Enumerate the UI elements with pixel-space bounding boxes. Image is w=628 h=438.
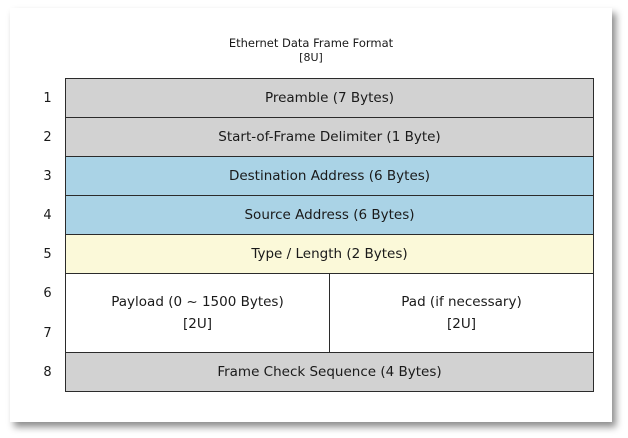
frame-cell-pad: Pad (if necessary) [2U] [329, 274, 593, 352]
frame-row-sfd: 2 Start-of-Frame Delimiter (1 Byte) [30, 117, 594, 157]
pad-label: Pad (if necessary) [401, 294, 522, 310]
payload-label: Payload (0 ~ 1500 Bytes) [111, 294, 284, 310]
row-number: 8 [43, 364, 52, 380]
diagram-header: Ethernet Data Frame Format [8U] [10, 36, 612, 65]
frame-row-type-length: 5 Type / Length (2 Bytes) [30, 234, 594, 274]
pad-tag: [2U] [446, 316, 476, 332]
row-number: 3 [43, 168, 52, 184]
frame-row-source: 4 Source Address (6 Bytes) [30, 195, 594, 235]
row-number: 5 [43, 246, 52, 262]
ethernet-frame-table: 1 Preamble (7 Bytes) 2 Start-of-Frame De… [30, 78, 594, 392]
frame-row-fcs: 8 Frame Check Sequence (4 Bytes) [30, 352, 594, 392]
frame-cell-destination: Destination Address (6 Bytes) [65, 156, 594, 196]
frame-cell-preamble: Preamble (7 Bytes) [65, 78, 594, 118]
frame-row-preamble: 1 Preamble (7 Bytes) [30, 78, 594, 118]
diagram-subtitle: [8U] [299, 51, 323, 64]
row-number: 6 [43, 285, 52, 301]
row-number: 2 [43, 129, 52, 145]
frame-row-payload-pad: 6 7 Payload (0 ~ 1500 Bytes) [2U] Pad (i… [30, 273, 594, 353]
frame-cell-source: Source Address (6 Bytes) [65, 195, 594, 235]
payload-tag: [2U] [182, 316, 212, 332]
row-number: 7 [43, 325, 52, 341]
frame-cell-sfd: Start-of-Frame Delimiter (1 Byte) [65, 117, 594, 157]
frame-cell-payload: Payload (0 ~ 1500 Bytes) [2U] [66, 274, 329, 352]
frame-row-destination: 3 Destination Address (6 Bytes) [30, 156, 594, 196]
frame-cell-fcs: Frame Check Sequence (4 Bytes) [65, 352, 594, 392]
diagram-card: Ethernet Data Frame Format [8U] 1 Preamb… [10, 8, 612, 422]
row-number: 4 [43, 207, 52, 223]
frame-cell-type-length: Type / Length (2 Bytes) [65, 234, 594, 274]
frame-cell-payload-pad: Payload (0 ~ 1500 Bytes) [2U] Pad (if ne… [65, 273, 594, 353]
diagram-title: Ethernet Data Frame Format [228, 36, 394, 50]
row-number: 1 [43, 90, 52, 106]
